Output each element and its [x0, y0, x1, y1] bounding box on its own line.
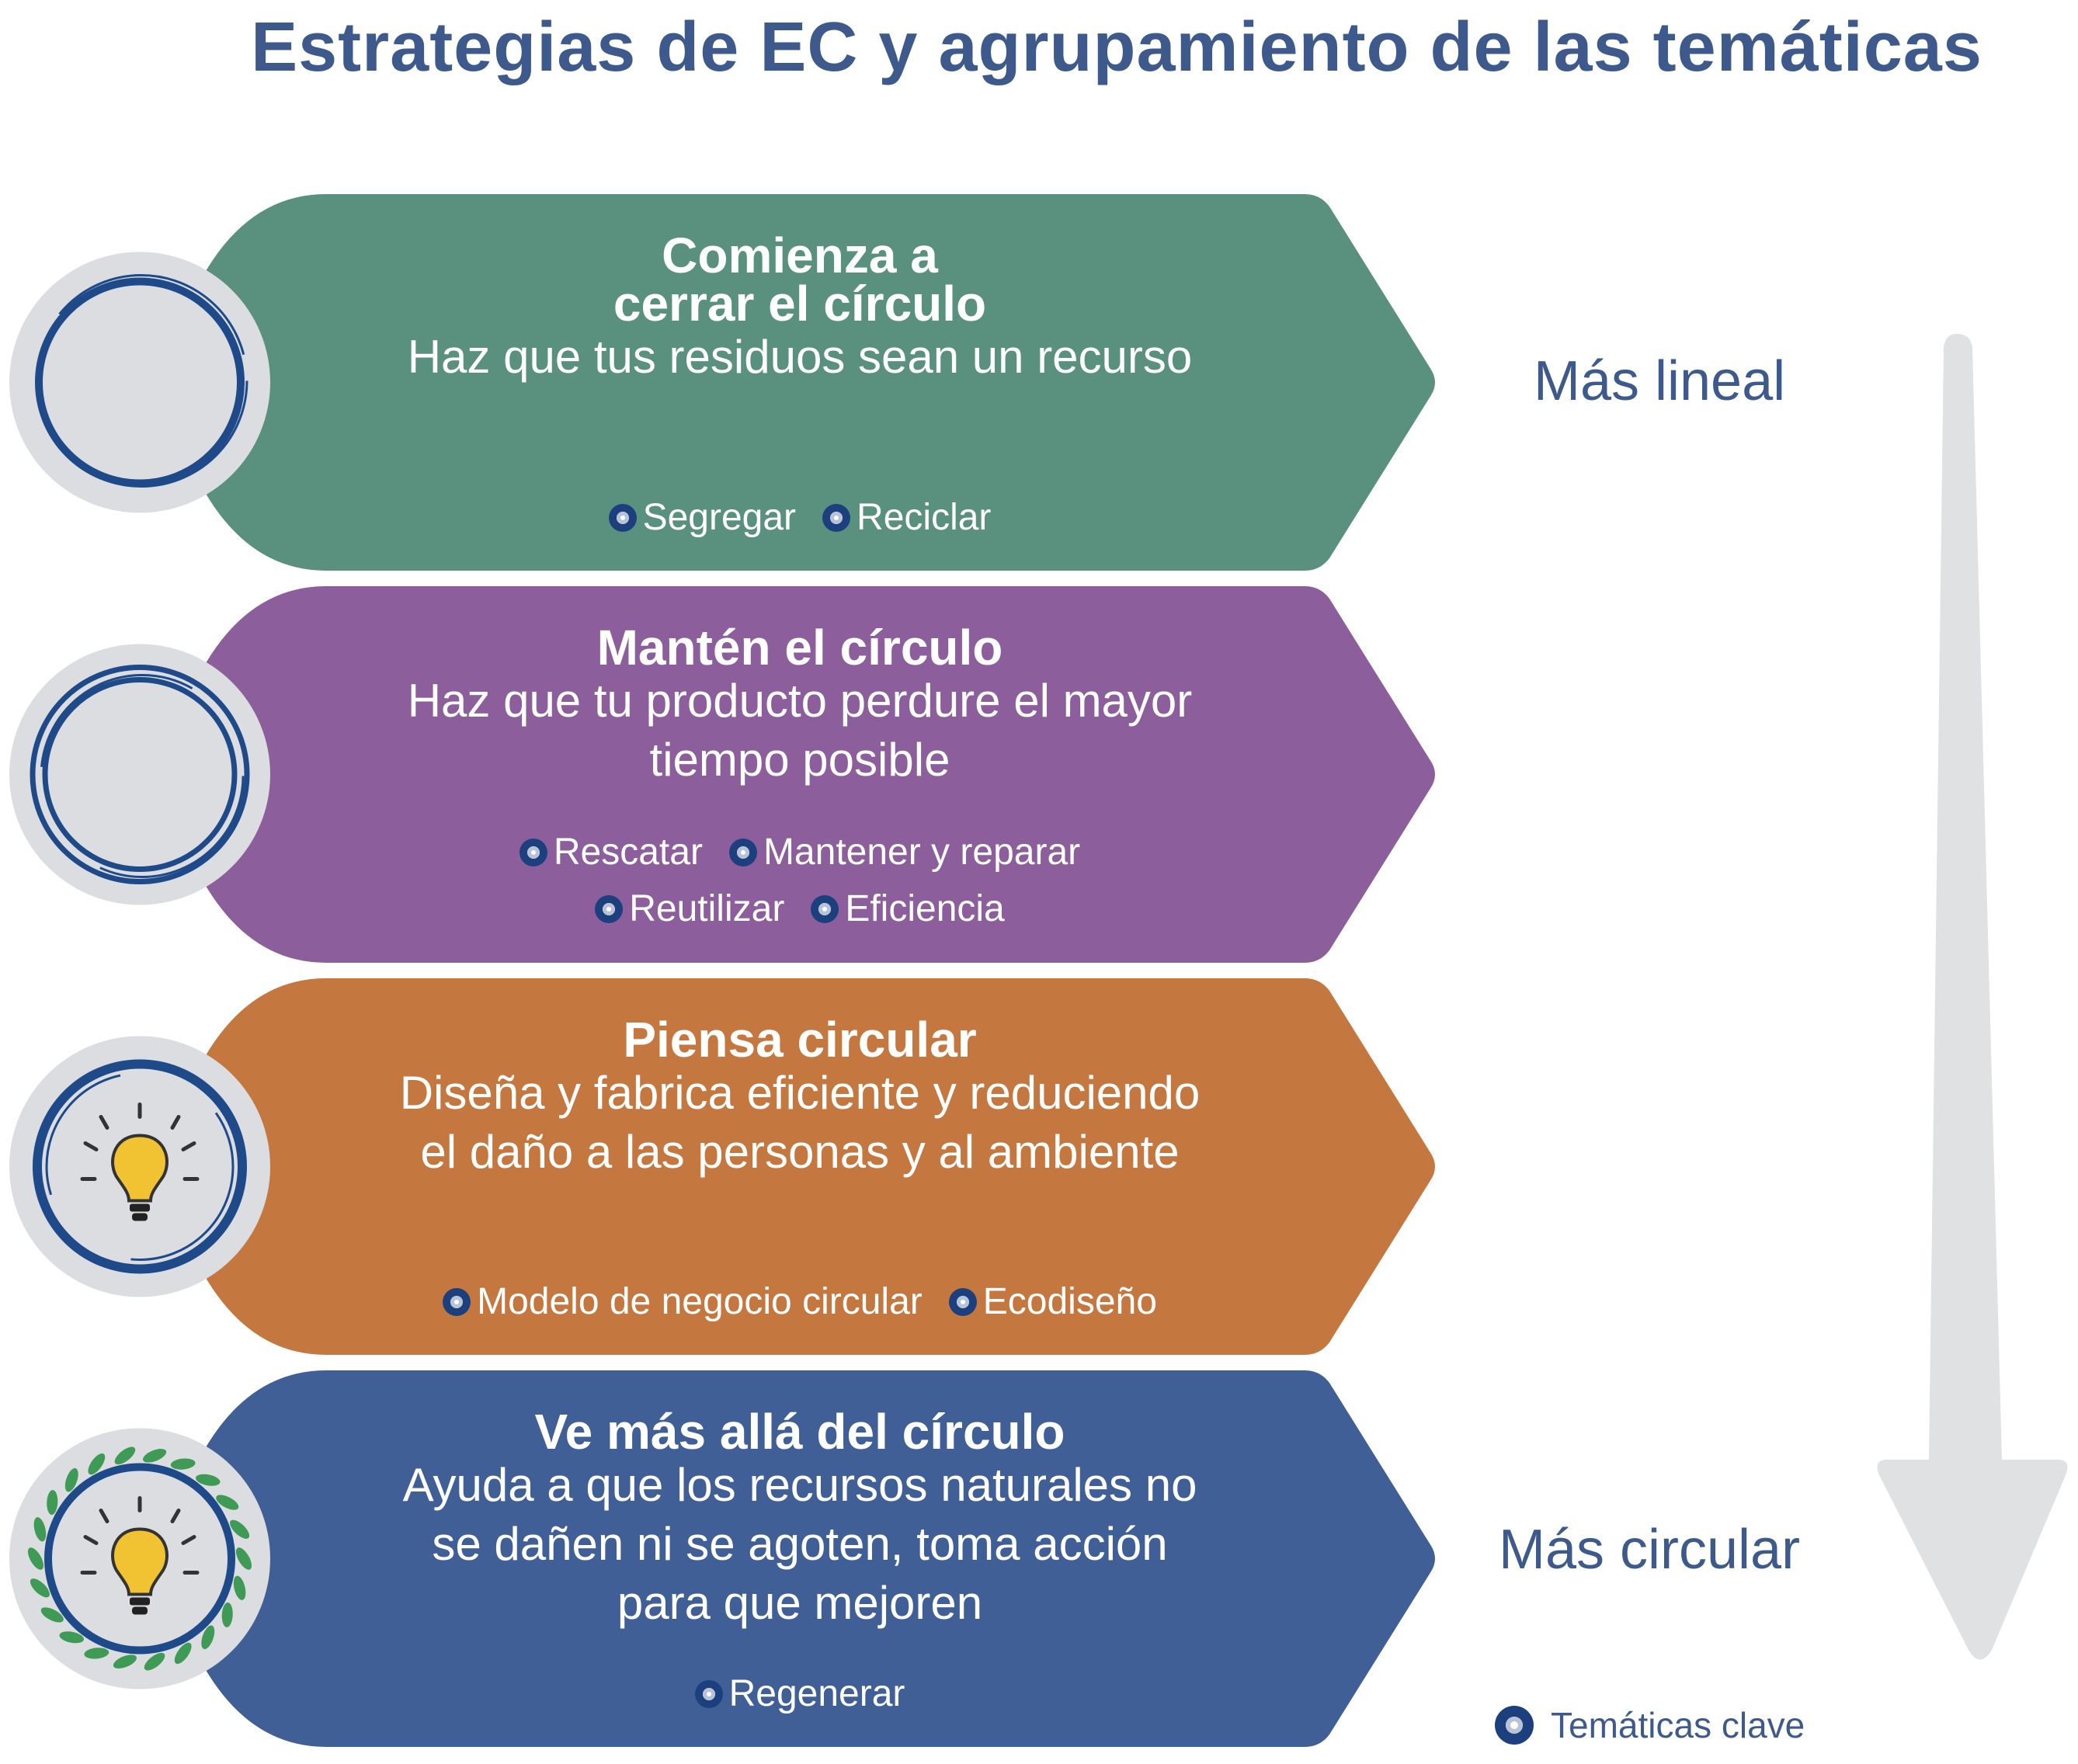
topic-label: Mantener y reparar: [763, 832, 1081, 873]
topic-label: Modelo de negocio circular: [477, 1281, 923, 1322]
strategy-heading: cerrar el círculo: [613, 276, 987, 332]
strategy-description: el daño a las personas y al ambiente: [420, 1126, 1180, 1178]
strategy-heading: Comienza a: [662, 227, 938, 283]
strategy-description: Haz que tus residuos sean un recurso: [407, 331, 1193, 383]
strategy-heading: Ve más allá del círculo: [534, 1404, 1065, 1460]
topic-item: Modelo de negocio circular: [443, 1280, 923, 1323]
lightbulb-ring-icon: [33, 1059, 247, 1274]
topic-item: Reciclar: [822, 496, 991, 539]
topic-label: Reciclar: [857, 497, 992, 538]
lightbulb-wreath-icon: [27, 1446, 252, 1671]
topic-row: Reutilizar Eficiencia: [595, 887, 1005, 930]
strategy-description: Ayuda a que los recursos naturales no: [402, 1459, 1197, 1511]
topic-item: Eficiencia: [811, 887, 1005, 930]
legend: Temáticas clave: [1495, 1704, 1805, 1746]
topic-label: Reutilizar: [629, 888, 785, 929]
topic-bullet-icon: [519, 838, 547, 866]
topic-bullet-icon: [595, 894, 624, 923]
scale-bottom-label: Más circular: [1499, 1519, 1801, 1581]
strategy-description: tiempo posible: [649, 734, 950, 786]
topic-list: Regenerar: [256, 1672, 1343, 1715]
topic-item: Reutilizar: [595, 887, 784, 930]
topic-row: Rescatar Mantener y reparar: [519, 831, 1081, 873]
strategy-description: Diseña y fabrica eficiente y reduciendo: [399, 1067, 1201, 1119]
strategy-heading: Mantén el círculo: [596, 620, 1003, 675]
topic-list: Segregar Reciclar: [256, 496, 1343, 539]
strategy-description: se dañen ni se agoten, toma acción: [432, 1518, 1168, 1570]
topic-label: Ecodiseño: [982, 1281, 1157, 1322]
topic-row: Segregar Reciclar: [608, 496, 991, 539]
topic-item: Rescatar: [519, 831, 703, 873]
topic-label: Regenerar: [728, 1673, 905, 1714]
topic-bullet-icon: [948, 1287, 977, 1316]
topic-bullet-icon: [608, 503, 637, 532]
strategy-band: [9, 1370, 1435, 1747]
topic-bullet-icon: [1495, 1706, 1534, 1745]
page-title: Estrategias de EC y agrupamiento de las …: [251, 9, 1982, 86]
legend-label: Temáticas clave: [1551, 1705, 1805, 1745]
topic-row: Modelo de negocio circular Ecodiseño: [443, 1280, 1157, 1323]
topic-label: Rescatar: [553, 832, 703, 873]
topic-bullet-icon: [443, 1287, 471, 1316]
lightbulb-icon: [80, 1496, 200, 1615]
topic-item: Segregar: [608, 496, 797, 539]
strategy-description: Haz que tu producto perdure el mayor: [407, 675, 1193, 727]
topic-bullet-icon: [822, 503, 851, 532]
topic-bullet-icon: [694, 1679, 723, 1708]
strategy-heading: Piensa circular: [623, 1012, 977, 1068]
single-ring-icon: [34, 274, 248, 488]
lightbulb-icon: [80, 1102, 200, 1221]
topic-label: Eficiencia: [845, 888, 1005, 929]
double-ring-icon: [30, 665, 250, 884]
topic-item: Regenerar: [694, 1672, 905, 1715]
strategy-band: [9, 978, 1435, 1355]
strategy-band: [9, 194, 1435, 571]
scale-top-label: Más lineal: [1534, 350, 1786, 412]
topic-list: Modelo de negocio circular Ecodiseño: [256, 1280, 1343, 1323]
topic-row: Regenerar: [694, 1672, 905, 1715]
strategy-description: para que mejoren: [617, 1577, 983, 1629]
topic-bullet-icon: [728, 838, 757, 866]
topic-item: Mantener y reparar: [728, 831, 1081, 873]
topic-item: Ecodiseño: [948, 1280, 1157, 1323]
topic-label: Segregar: [642, 497, 797, 538]
strategy-band: [9, 586, 1435, 963]
topic-bullet-icon: [811, 894, 839, 923]
